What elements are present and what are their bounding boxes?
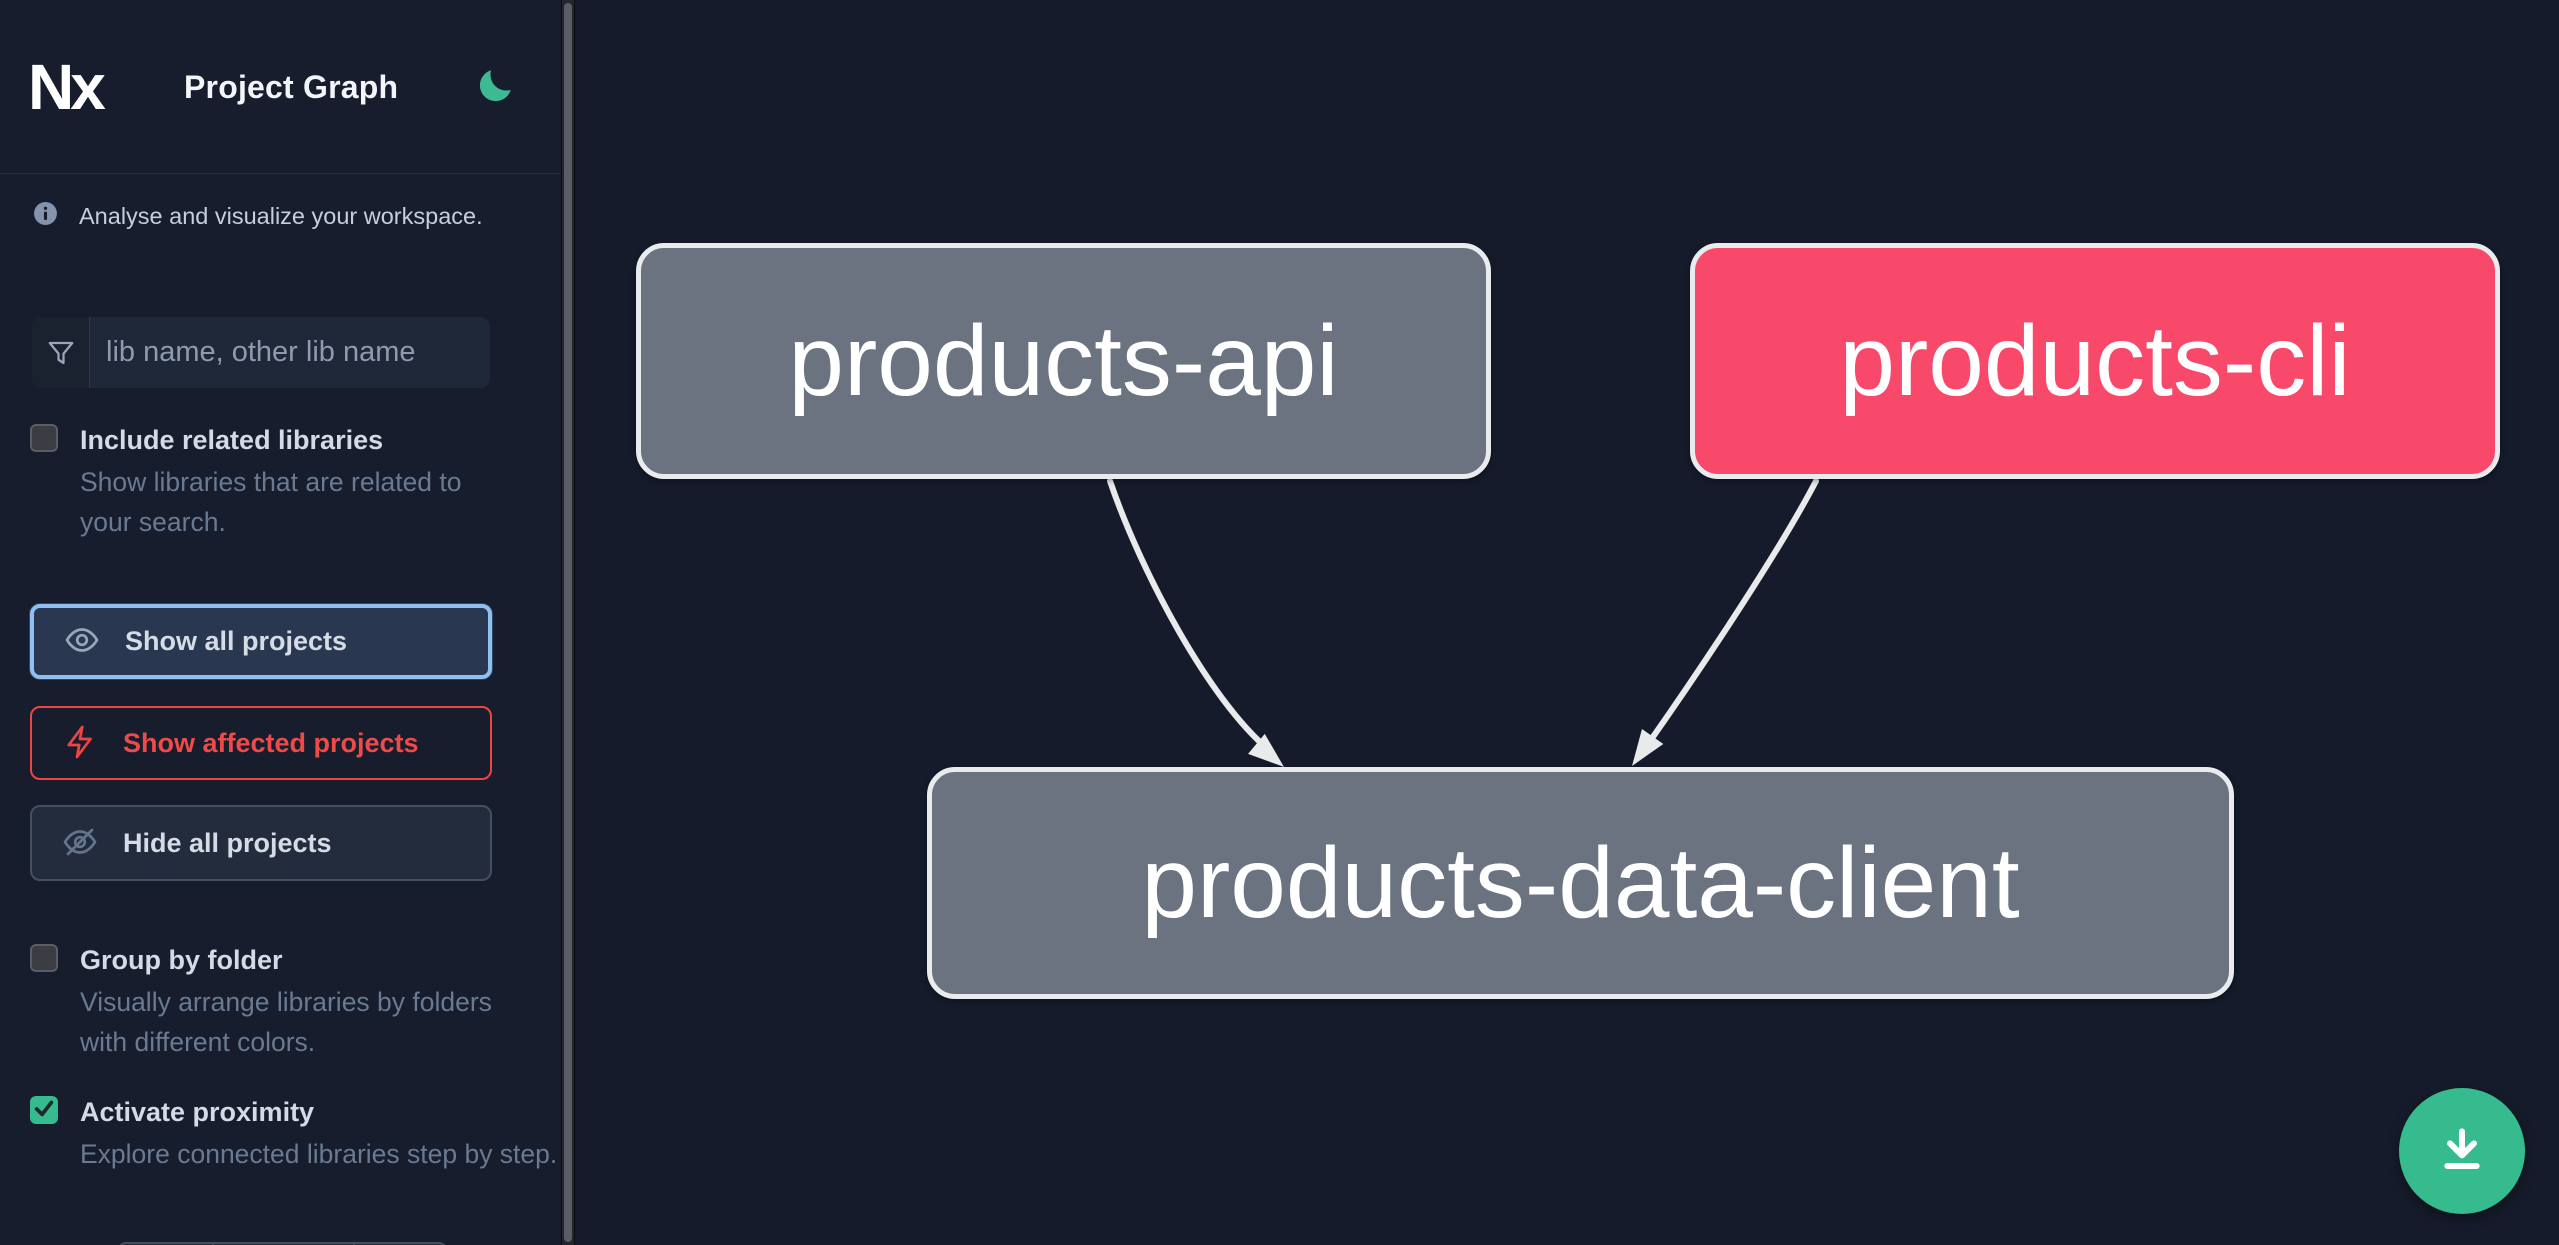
nx-logo: Nx (28, 51, 106, 123)
group-by-folder-label: Group by folder (80, 945, 283, 975)
activate-proximity-label: Activate proximity (80, 1097, 315, 1127)
show-all-projects-button[interactable]: Show all projects (30, 604, 492, 679)
node-label: products-cli (1839, 304, 2351, 417)
eye-off-icon (62, 824, 98, 863)
eye-icon (64, 622, 100, 661)
moon-icon (474, 69, 516, 110)
group-by-folder-checkbox[interactable] (30, 944, 58, 972)
info-icon (33, 201, 58, 231)
include-related-description: Show libraries that are related to your … (80, 467, 462, 537)
search-input[interactable] (90, 317, 490, 388)
show-affected-projects-label: Show affected projects (123, 727, 419, 758)
node-label: products-data-client (1141, 826, 2020, 939)
sidebar-scrollbar (561, 0, 575, 1245)
show-affected-projects-button[interactable]: Show affected projects (30, 706, 492, 780)
graph-canvas[interactable]: products-api products-cli products-data-… (575, 0, 2559, 1245)
edge-products-api-to-products-data-client[interactable] (1107, 478, 1292, 777)
theme-toggle-button[interactable] (472, 64, 518, 110)
sidebar-header: Nx Project Graph (0, 0, 561, 174)
edge-products-cli-to-products-data-client[interactable] (1621, 478, 1819, 773)
download-graph-button[interactable] (2399, 1088, 2525, 1214)
filter-icon (32, 317, 90, 388)
include-related-checkbox[interactable] (30, 424, 58, 452)
hide-all-projects-label: Hide all projects (123, 827, 332, 858)
hide-all-projects-button[interactable]: Hide all projects (30, 805, 492, 881)
arrowhead-icon (1632, 729, 1664, 766)
group-by-folder-description: Visually arrange libraries by folders wi… (80, 987, 492, 1057)
node-products-cli[interactable]: products-cli (1690, 243, 2500, 479)
download-icon (2430, 1118, 2494, 1185)
search-box (32, 317, 490, 388)
node-label: products-api (788, 304, 1339, 417)
show-all-projects-label: Show all projects (125, 626, 348, 656)
tagline-row: Analyse and visualize your workspace. (33, 201, 483, 231)
sidebar: Nx Project Graph Analyse and visualize y… (0, 0, 561, 1245)
node-products-api[interactable]: products-api (636, 243, 1491, 479)
include-related-label: Include related libraries (80, 425, 384, 455)
page-title: Project Graph (184, 69, 399, 105)
checkmark-icon (33, 1097, 55, 1124)
activate-proximity-description: Explore connected libraries step by step… (80, 1139, 558, 1169)
sidebar-scrollbar-thumb[interactable] (564, 3, 572, 1242)
tagline-text: Analyse and visualize your workspace. (79, 202, 483, 229)
bolt-icon (62, 724, 98, 763)
arrowhead-icon (1248, 733, 1284, 767)
node-products-data-client[interactable]: products-data-client (927, 767, 2234, 999)
activate-proximity-checkbox[interactable] (30, 1096, 58, 1124)
edges-layer (1107, 478, 1819, 777)
